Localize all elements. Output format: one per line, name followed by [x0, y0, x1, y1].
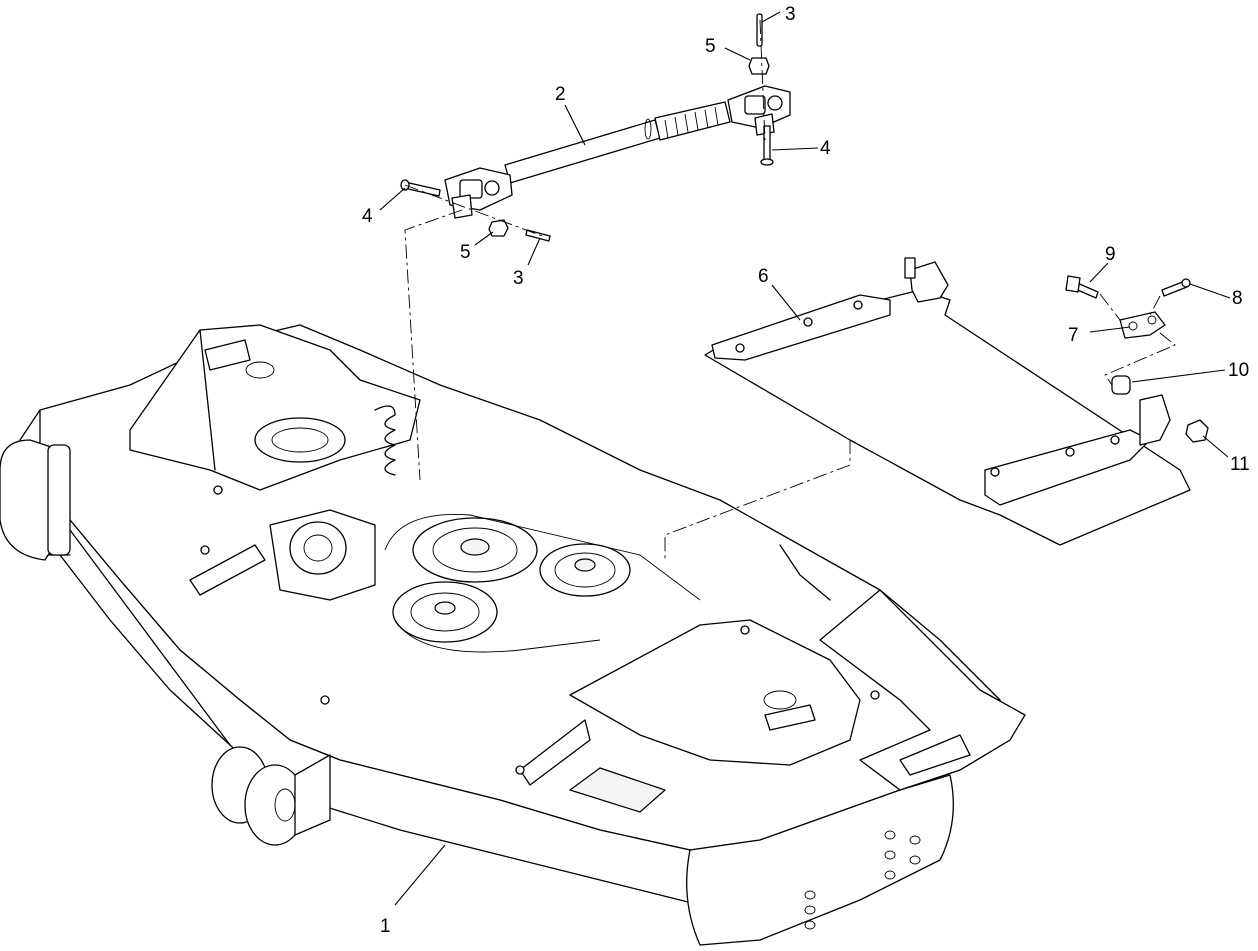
callout-7: 7	[1068, 325, 1079, 346]
callout-2: 2	[555, 84, 566, 105]
shaft-fasteners	[400, 13, 774, 242]
callout-11: 11	[1230, 454, 1250, 475]
drive-shaft	[444, 85, 791, 219]
callout-8: 8	[1232, 288, 1243, 309]
guard-hardware	[1065, 275, 1209, 443]
belt-guard-plate	[704, 257, 1191, 546]
assembly-dash-lines	[404, 19, 851, 560]
mower-deck	[0, 324, 1026, 946]
callout-5-bottom: 5	[460, 242, 471, 263]
callout-9: 9	[1105, 244, 1116, 265]
callout-5-top: 5	[705, 36, 716, 57]
callout-3-top: 3	[785, 4, 796, 25]
callout-6: 6	[758, 266, 769, 287]
callout-10: 10	[1228, 360, 1249, 381]
callout-1: 1	[380, 916, 391, 937]
callout-3-bottom: 3	[513, 268, 524, 289]
callout-labels: 1 2 3 3 4 4 5 5 6 7 8 9 10 11	[362, 4, 1250, 937]
callout-4-right: 4	[820, 138, 831, 159]
leader-lines	[379, 11, 1231, 906]
callout-4-left: 4	[362, 206, 373, 227]
